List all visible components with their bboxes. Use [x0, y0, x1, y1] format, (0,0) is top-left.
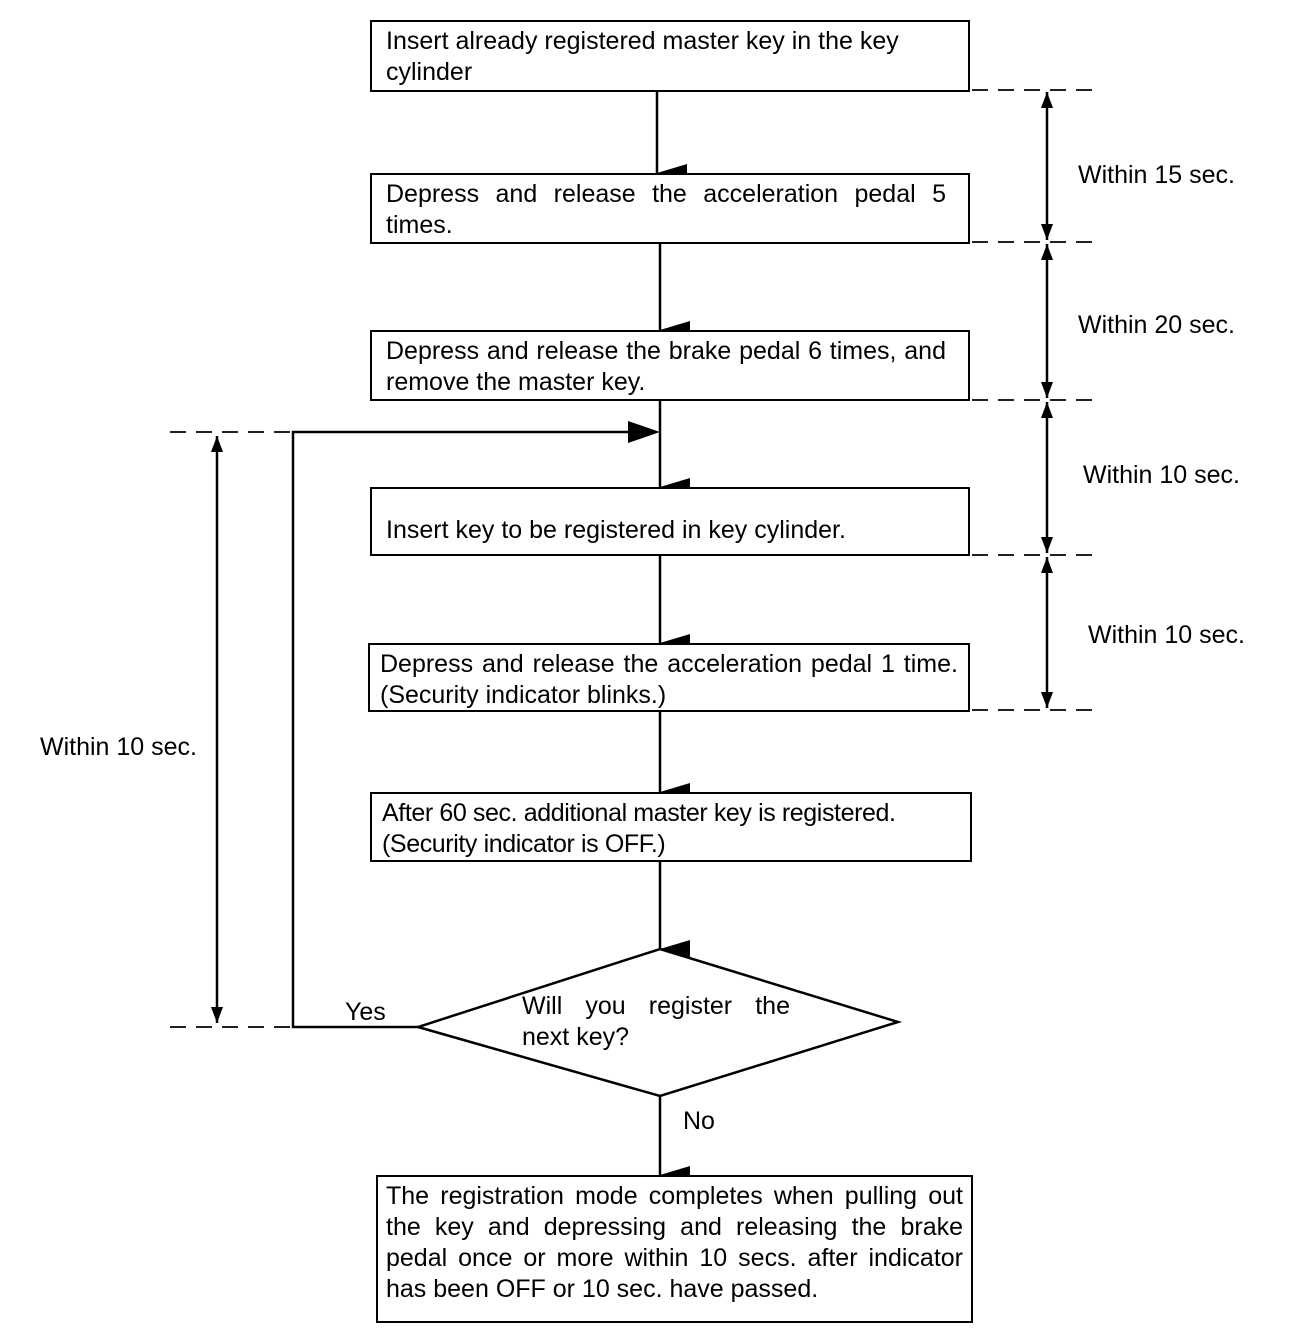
step-6-text: After 60 sec. additional master key is r… [382, 799, 896, 858]
yes-loop-line [291, 421, 660, 1029]
step-4-box: Insert key to be registered in key cylin… [370, 487, 970, 556]
timing-label-left-10s: Within 10 sec. [40, 733, 198, 761]
flow-arrows [655, 92, 690, 1184]
left-timing-arrow [211, 436, 223, 1023]
left-timing-guides [170, 431, 293, 1028]
right-timing-arrowheads [1041, 92, 1053, 708]
step-5-box: Depress and release the acceleration ped… [368, 643, 970, 712]
timing-label-10s-a: Within 10 sec. [1083, 461, 1241, 489]
final-step-text: The registration mode completes when pul… [386, 1182, 963, 1303]
loop-arrowhead-icon [628, 421, 660, 443]
step-5-text: Depress and release the acceleration ped… [380, 650, 958, 709]
step-6-box: After 60 sec. additional master key is r… [370, 792, 972, 862]
timing-label-15s: Within 15 sec. [1078, 161, 1236, 189]
decision-diamond [413, 947, 903, 1098]
final-step-box: The registration mode completes when pul… [376, 1175, 973, 1323]
right-timing-guides [972, 89, 1092, 711]
yes-label: Yes [345, 998, 386, 1026]
timing-label-10s-b: Within 10 sec. [1088, 621, 1246, 649]
step-3-box: Depress and release the brake pedal 6 ti… [370, 330, 970, 401]
no-label: No [683, 1107, 715, 1135]
step-3-text: Depress and release the brake pedal 6 ti… [386, 337, 946, 396]
step-1-box: Insert already registered master key in … [370, 20, 970, 92]
step-2-text: Depress and release the acceleration ped… [386, 180, 946, 239]
step-4-text: Insert key to be registered in key cylin… [386, 516, 846, 544]
timing-label-20s: Within 20 sec. [1078, 311, 1236, 339]
step-2-box: Depress and release the acceleration ped… [370, 173, 970, 244]
step-1-text: Insert already registered master key in … [386, 27, 899, 86]
decision-text: Will you register the next key? [522, 992, 790, 1051]
